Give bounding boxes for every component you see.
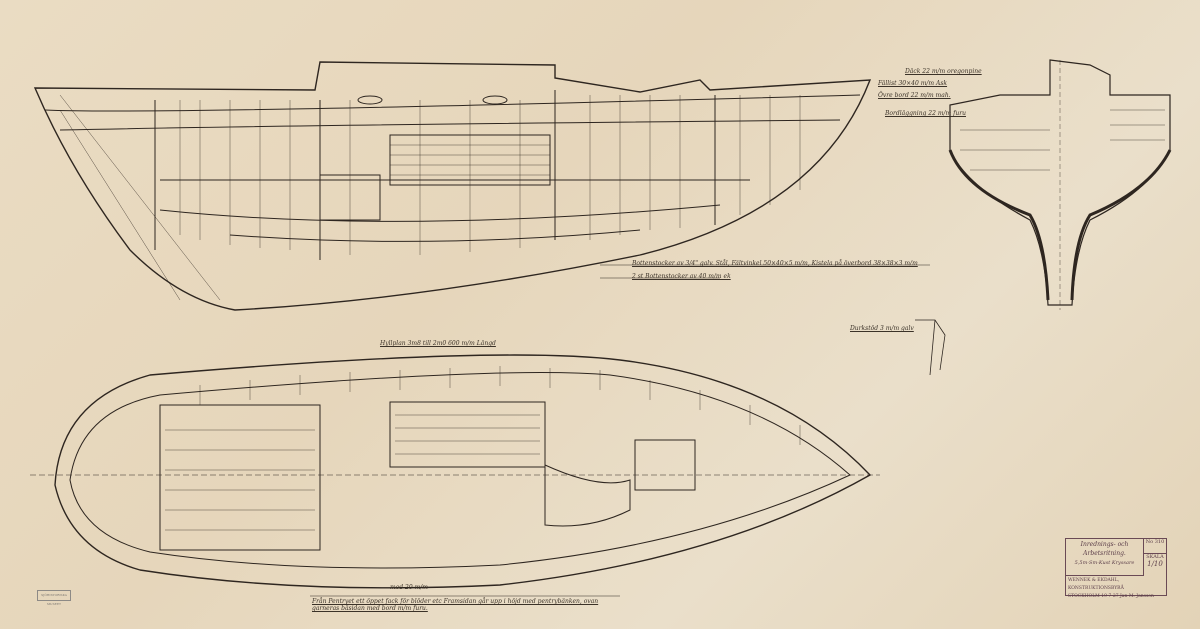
title-line-3: 5,5m-Sm-Kust Kryssare	[1074, 560, 1135, 566]
firm-note: mod 20 m/m	[390, 584, 428, 591]
section-note-4: Bordläggning 22 m/m furu	[885, 110, 966, 117]
firm-city: STOCKHOLM 19-7-27 Jan M. Jansson	[1068, 594, 1154, 599]
museum-stamp: SJÖHISTORISKA MUSEET	[37, 590, 71, 606]
firm-name: WENNEK & EKDAHL, KONSTRUKTIONSBYRÅ	[1068, 578, 1124, 591]
title-line-2: Arbetsritning.	[1083, 550, 1126, 557]
section-note-1: Däck 22 m/m oregonpine	[905, 68, 982, 75]
plan-view	[30, 354, 880, 597]
shelf-note: Hyllplan 3m8 till 2m0 600 m/m Längd	[380, 340, 496, 347]
bottom-note: Från Pentryet ett öppet fack för blöder …	[312, 598, 599, 612]
midship-section	[915, 59, 1172, 376]
scale-value: 1/10	[1147, 560, 1163, 568]
scale-label: SKALA	[1146, 554, 1164, 560]
drawing-number: No 310	[1144, 539, 1166, 554]
floor-note-2: 2 st Bottenstocker av 40 m/m ek	[632, 273, 731, 280]
section-note-2: Fällist 30×40 m/m Ask	[878, 80, 948, 87]
section-note-3: Övre bord 22 m/m mah.	[878, 92, 951, 99]
title-block: Inrednings- och Arbetsritning. 5,5m-Sm-K…	[1065, 538, 1167, 599]
floor-note: Bottenstocker av 3/4" galv. Stål, Fältvi…	[632, 260, 918, 267]
title-line-1: Inrednings- och	[1080, 541, 1129, 548]
section-note-5: Durkstöd 3 m/m galv	[850, 325, 914, 332]
profile-view	[33, 61, 930, 311]
